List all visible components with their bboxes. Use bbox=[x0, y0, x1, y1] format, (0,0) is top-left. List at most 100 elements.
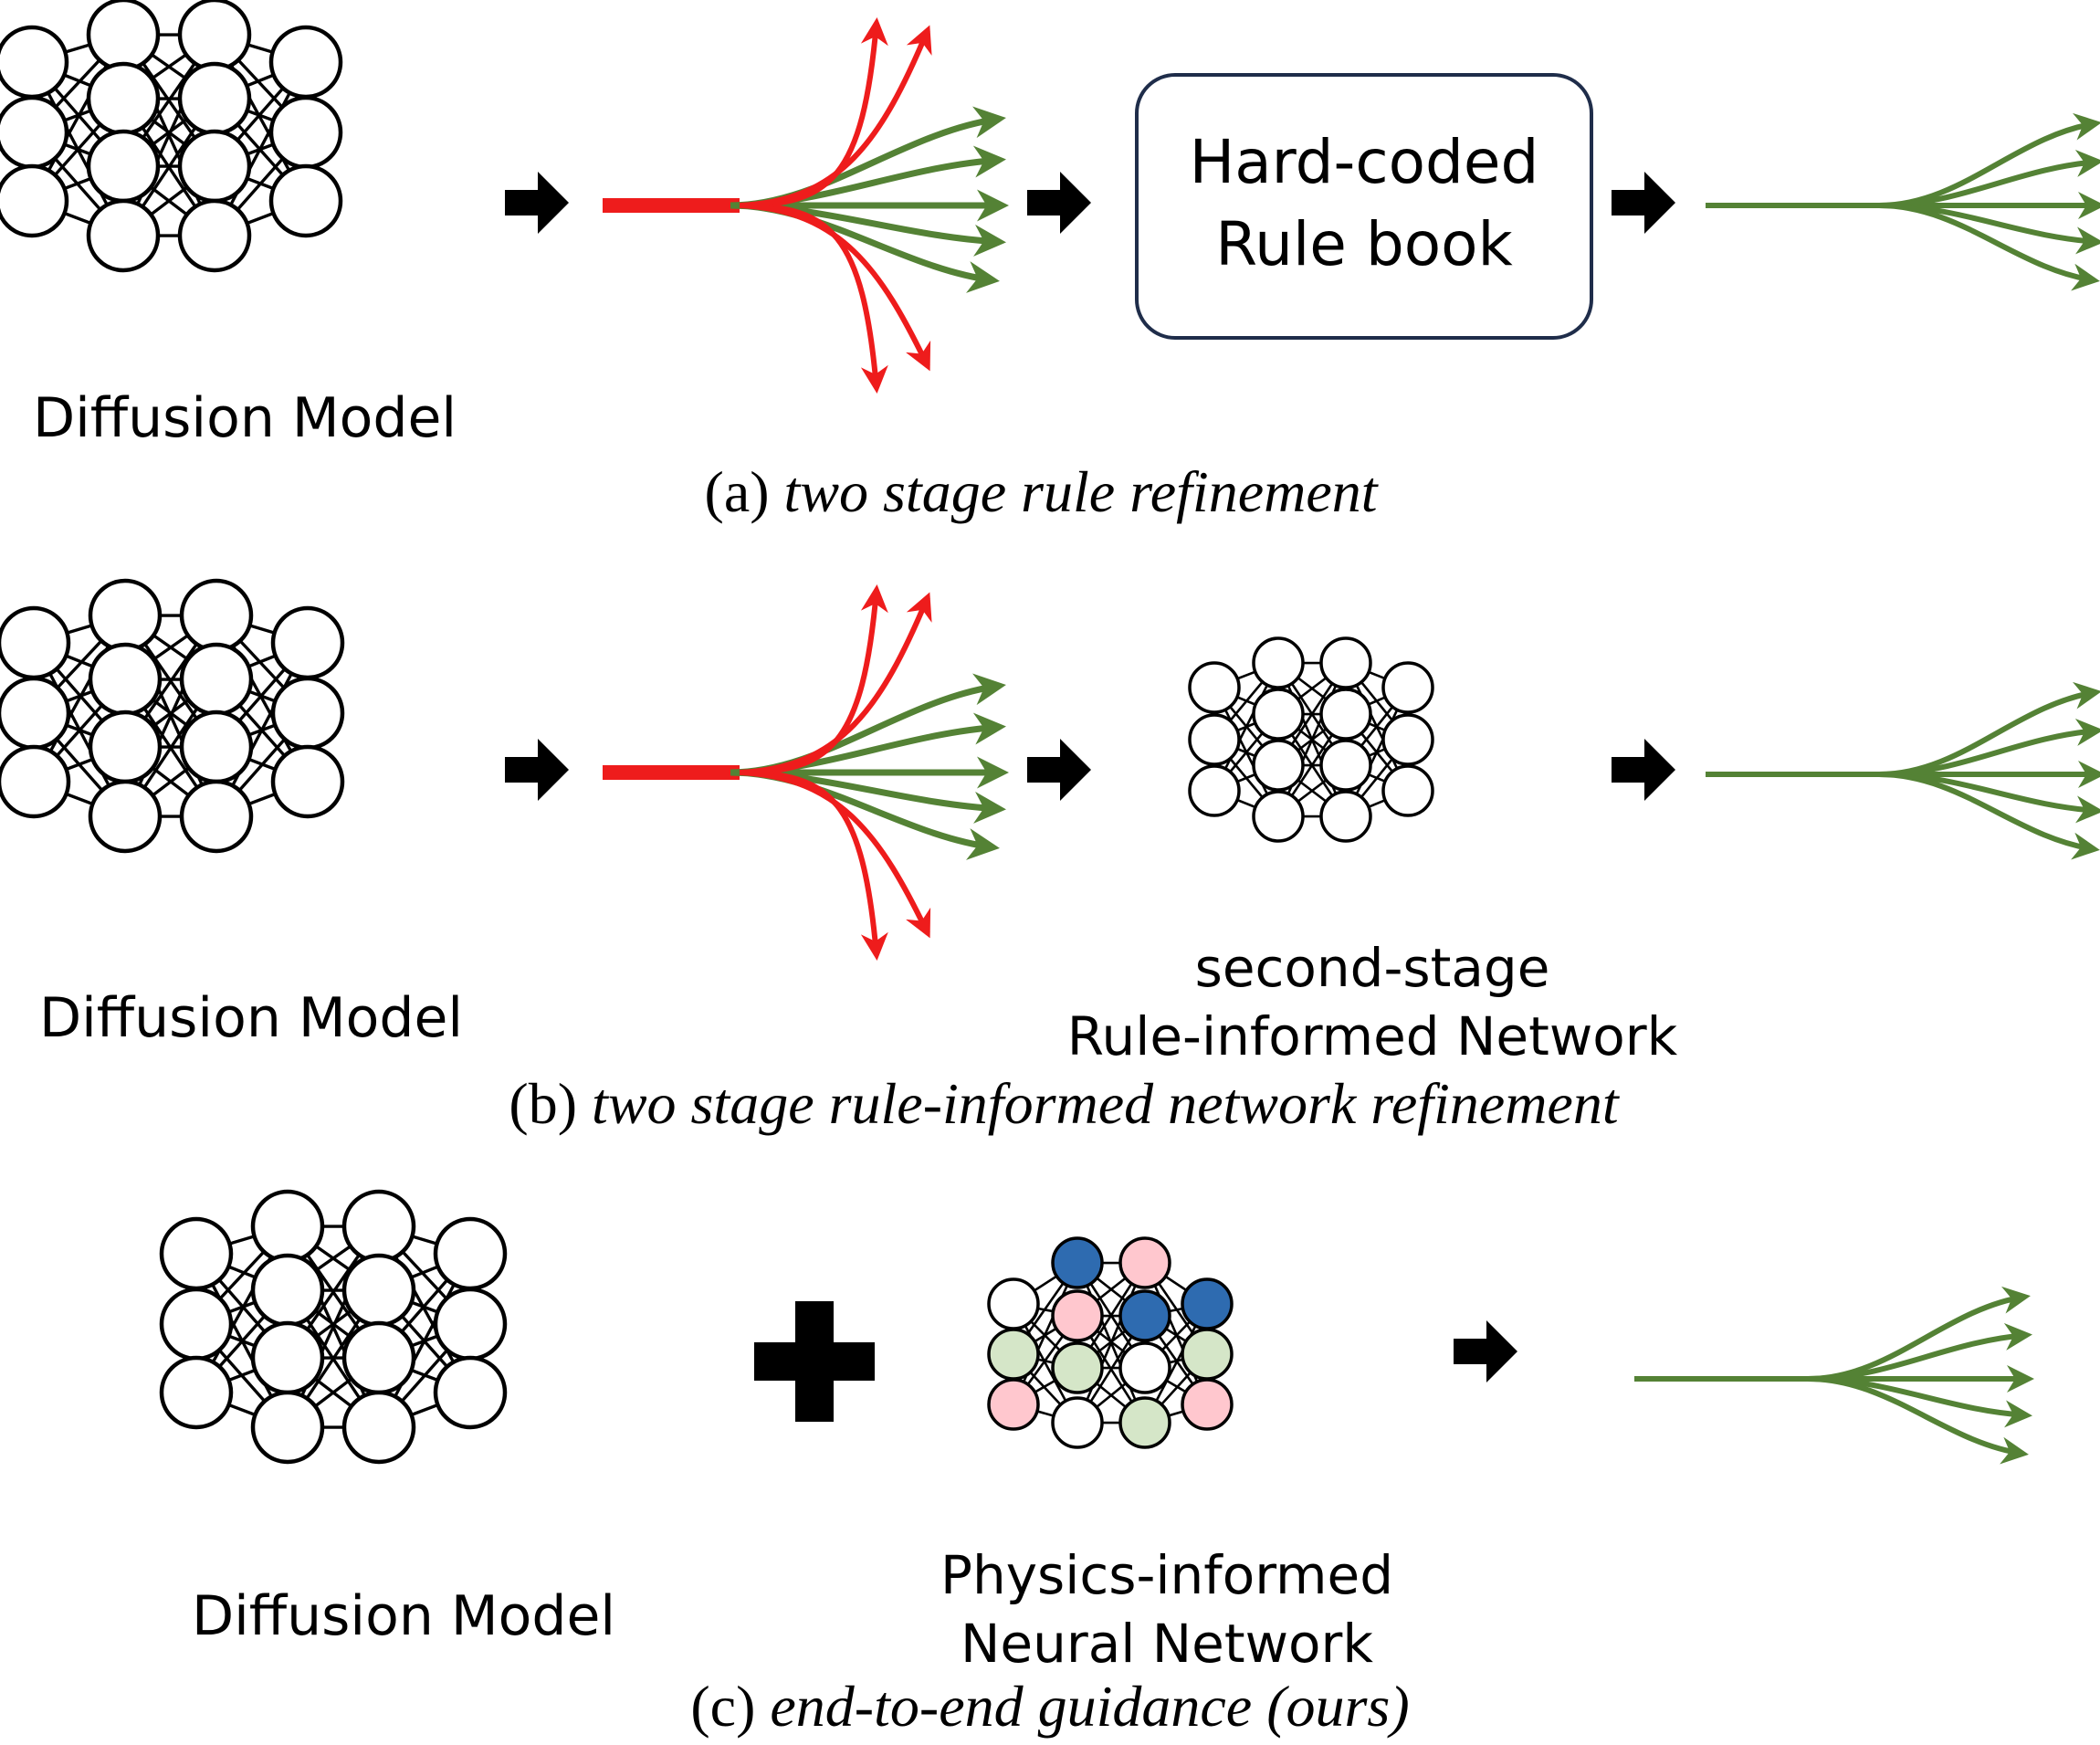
network-node bbox=[88, 642, 163, 717]
network-node bbox=[1252, 636, 1305, 689]
network-node bbox=[179, 642, 254, 717]
network-node bbox=[1381, 764, 1434, 817]
network-node bbox=[1319, 790, 1372, 843]
network-node bbox=[159, 1287, 234, 1361]
rule-book-line2: Rule book bbox=[1215, 209, 1513, 279]
network-node bbox=[179, 779, 254, 854]
network-node bbox=[1381, 713, 1434, 766]
network-node bbox=[341, 1189, 416, 1264]
network-node bbox=[179, 710, 254, 784]
network-node bbox=[1118, 1289, 1171, 1342]
network-node bbox=[1181, 1328, 1234, 1381]
network-node bbox=[86, 61, 161, 136]
network-nodes bbox=[159, 1189, 508, 1465]
network-edges bbox=[1213, 661, 1410, 818]
sampled-trajectories bbox=[603, 584, 1009, 961]
network-node bbox=[0, 163, 69, 238]
network-node bbox=[88, 779, 163, 854]
network-node bbox=[250, 1189, 325, 1264]
network-edges bbox=[30, 33, 308, 237]
network-node bbox=[250, 1390, 325, 1465]
invalid-trajectory bbox=[739, 592, 932, 775]
second-stage-label-line1: second-stage bbox=[1195, 937, 1550, 999]
network-node bbox=[268, 95, 343, 170]
valid-trajectory bbox=[1807, 1376, 2029, 1465]
network-node bbox=[177, 0, 252, 72]
invalid-trajectory bbox=[739, 770, 931, 939]
network-node bbox=[1188, 764, 1241, 817]
network-node bbox=[1381, 661, 1434, 714]
network-node bbox=[86, 0, 161, 72]
network-node bbox=[179, 578, 254, 653]
invalid-trajectory bbox=[739, 203, 931, 372]
network-node bbox=[341, 1390, 416, 1465]
network-node bbox=[177, 198, 252, 273]
valid-trajectory bbox=[1878, 772, 2100, 860]
network-node bbox=[177, 61, 252, 136]
diffusion-model-network bbox=[0, 0, 343, 273]
physics-informed-network bbox=[987, 1236, 1234, 1449]
network-node bbox=[270, 744, 345, 819]
rule-informed-network bbox=[1188, 636, 1434, 843]
diffusion-model-label: Diffusion Model bbox=[192, 1584, 615, 1648]
network-node bbox=[86, 198, 161, 273]
network-nodes bbox=[1188, 636, 1434, 843]
right-arrow-icon bbox=[1027, 739, 1091, 801]
network-node bbox=[0, 25, 69, 100]
network-node bbox=[0, 744, 71, 819]
network-node bbox=[987, 1328, 1040, 1381]
network-nodes bbox=[987, 1236, 1234, 1449]
valid-trajectory bbox=[730, 202, 1000, 293]
network-edges bbox=[1012, 1261, 1209, 1424]
network-node bbox=[1188, 661, 1241, 714]
network-node bbox=[270, 676, 345, 751]
network-nodes bbox=[0, 0, 343, 273]
right-arrow-icon bbox=[505, 739, 569, 801]
panel-a: Diffusion Model Hard-coded Rule book (a)… bbox=[0, 0, 2100, 524]
network-node bbox=[1051, 1341, 1104, 1394]
network-node bbox=[1181, 1277, 1234, 1330]
right-arrow-icon bbox=[1027, 172, 1091, 234]
network-node bbox=[268, 25, 343, 100]
network-node bbox=[250, 1253, 325, 1328]
network-node bbox=[987, 1277, 1040, 1330]
network-node bbox=[1051, 1289, 1104, 1342]
network-node bbox=[0, 605, 71, 680]
network-node bbox=[1319, 636, 1372, 689]
network-node bbox=[433, 1287, 508, 1361]
diffusion-model-network bbox=[159, 1189, 508, 1465]
second-stage-label-line2: Rule-informed Network bbox=[1067, 1005, 1678, 1067]
network-node bbox=[88, 710, 163, 784]
network-node bbox=[1319, 739, 1372, 792]
network-node bbox=[1118, 1236, 1171, 1289]
network-node bbox=[177, 129, 252, 204]
rule-book-line1: Hard-coded bbox=[1190, 127, 1539, 197]
plus-icon bbox=[754, 1301, 875, 1422]
network-node bbox=[341, 1320, 416, 1395]
refined-trajectories bbox=[1706, 681, 2100, 860]
network-node bbox=[433, 1355, 508, 1430]
diffusion-model-label: Diffusion Model bbox=[33, 386, 457, 450]
right-arrow-icon bbox=[505, 172, 569, 234]
physics-informed-label-line2: Neural Network bbox=[961, 1613, 1373, 1675]
network-node bbox=[0, 676, 71, 751]
sampled-trajectories bbox=[603, 17, 1009, 394]
invalid-trajectory bbox=[739, 584, 888, 775]
valid-trajectory bbox=[730, 769, 1000, 860]
network-node bbox=[0, 95, 69, 170]
network-node bbox=[1051, 1236, 1104, 1289]
caption-a: (a) two stage rule refinement bbox=[705, 459, 1380, 524]
diffusion-model-network bbox=[0, 578, 345, 854]
guided-trajectories bbox=[1634, 1286, 2034, 1465]
network-node bbox=[86, 129, 161, 204]
network-edges bbox=[32, 614, 310, 818]
network-node bbox=[268, 163, 343, 238]
network-node bbox=[1252, 688, 1305, 741]
network-node bbox=[1118, 1341, 1171, 1394]
network-node bbox=[1319, 688, 1372, 741]
network-node bbox=[159, 1355, 234, 1430]
network-edges bbox=[194, 1225, 472, 1429]
network-node bbox=[250, 1320, 325, 1395]
panel-c: Diffusion Model Physics-informed Neural … bbox=[159, 1189, 2034, 1739]
network-nodes bbox=[0, 578, 345, 854]
